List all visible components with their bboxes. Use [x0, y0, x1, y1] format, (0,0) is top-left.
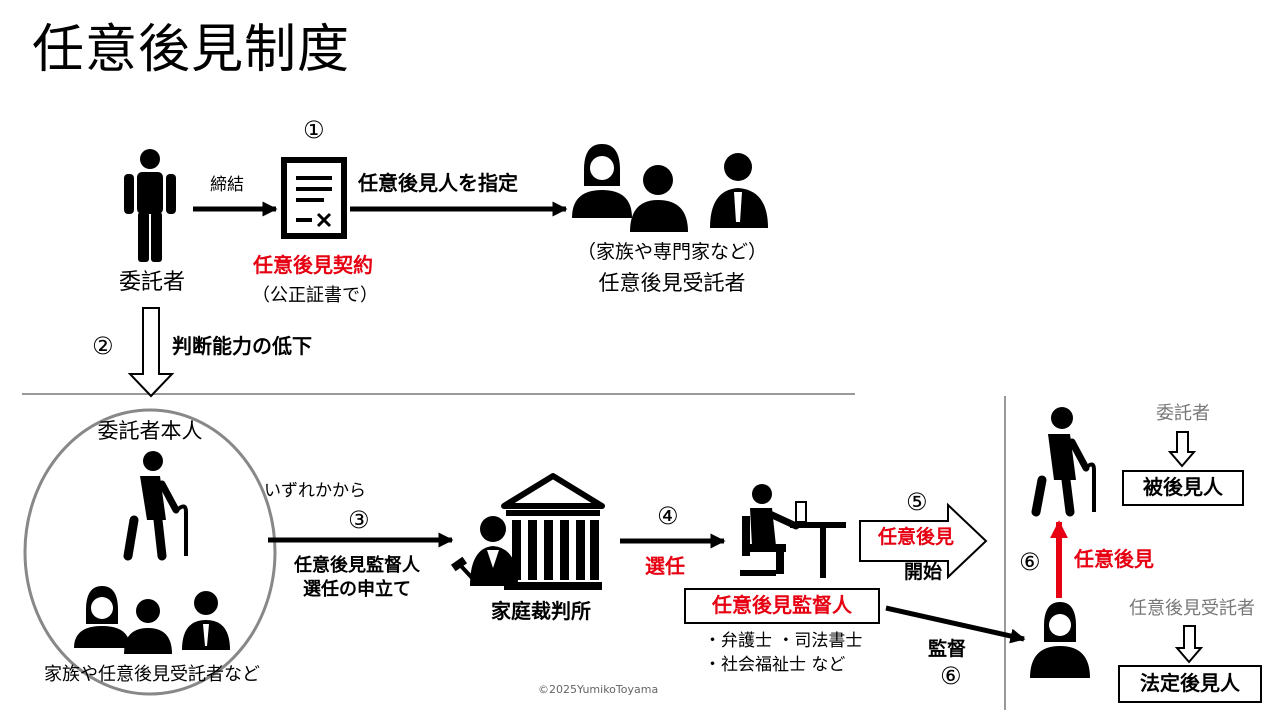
supervisor-examples-line2: ・社会福祉士 など	[704, 655, 846, 675]
step4-number: ④	[657, 502, 679, 530]
guardian-down-arrow	[1174, 625, 1204, 664]
ward-box: 被後見人	[1122, 470, 1244, 506]
contract-sub-label: （公正証書で）	[252, 285, 378, 306]
trustee-sub-label: （家族や専門家など）	[576, 241, 768, 263]
family-group-icons	[74, 586, 230, 654]
step5-number: ⑤	[906, 488, 928, 516]
step3-pre-label: いずれかから	[264, 481, 366, 501]
woman-icon	[1030, 602, 1090, 678]
principal-gray-label: 委託者	[1156, 403, 1210, 424]
elderly-cane-icon	[123, 451, 188, 561]
appoint-label: 選任	[645, 554, 685, 578]
trustee-group-icons	[572, 144, 768, 232]
principal-label: 委託者	[118, 270, 186, 295]
step6-supervise-number: ⑥	[940, 662, 962, 690]
decline-arrow	[127, 307, 175, 398]
start-label-line2: 開始	[904, 561, 943, 583]
family-label: 家族や任意後見受託者など	[44, 664, 260, 685]
step2-number: ②	[92, 332, 114, 360]
man-icon	[124, 599, 172, 654]
person-icon	[124, 149, 176, 262]
judge-icon	[450, 516, 518, 586]
elderly-cane-icon	[1031, 407, 1096, 517]
supervise-label: 監督	[928, 638, 967, 660]
page-title: 任意後見制度	[32, 20, 351, 80]
start-label-line1: 任意後見	[878, 526, 955, 548]
supervisor-box: 任意後見監督人	[684, 588, 880, 624]
trustee-gray-label: 任意後見受託者	[1129, 598, 1255, 619]
designate-label: 任意後見人を指定	[358, 171, 518, 195]
trustee-label: 任意後見受託者	[598, 271, 746, 295]
court-label: 家庭裁判所	[491, 599, 591, 623]
supervise-arrow	[885, 605, 1026, 644]
copyright: ©2025YumikoToyama	[538, 683, 659, 696]
contract-label: 任意後見契約	[253, 253, 373, 277]
step3-label-line2: 選任の申立て	[303, 579, 411, 600]
businessman-icon	[710, 153, 768, 228]
woman-icon	[572, 144, 632, 218]
principal-title: 委託者本人	[97, 419, 203, 443]
start-arrow	[859, 502, 988, 580]
businessman-icon	[182, 591, 230, 650]
step3-label-line1: 任意後見監督人	[294, 555, 420, 576]
courthouse-icon	[501, 473, 605, 590]
woman-icon	[74, 586, 130, 648]
guardian-label: 任意後見	[1074, 547, 1154, 571]
legal-guardian-box: 法定後見人	[1118, 665, 1262, 703]
principal-group-ellipse	[23, 408, 277, 696]
document-icon	[281, 157, 347, 239]
supervisor-examples-line1: ・弁護士 ・司法書士	[704, 631, 863, 651]
conclude-label: 締結	[210, 175, 244, 195]
step1-number: ①	[303, 116, 325, 144]
man-icon	[630, 165, 688, 232]
desk-worker-icon	[740, 484, 846, 578]
step3-number: ③	[348, 506, 370, 534]
step6-guardian-number: ⑥	[1019, 548, 1041, 576]
ward-down-arrow	[1167, 431, 1197, 468]
decline-label: 判断能力の低下	[172, 334, 312, 358]
